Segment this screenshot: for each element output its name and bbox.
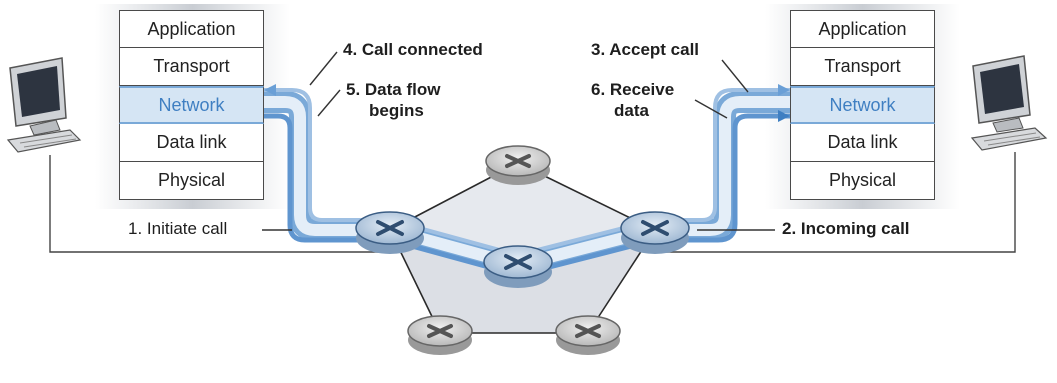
step-receive-line2: data <box>614 101 649 120</box>
layer-application: Application <box>119 10 264 48</box>
step-data-flow-line1: 5. Data flow <box>346 80 441 99</box>
right-host-link <box>655 152 1016 253</box>
right-arrow-head-bottom <box>778 110 790 122</box>
router-icon <box>483 245 553 288</box>
layer-data-link: Data link <box>119 124 264 162</box>
layer-application: Application <box>790 10 935 48</box>
router-icon <box>407 315 473 355</box>
step-data-flow-line2: begins <box>369 101 424 120</box>
router-icon <box>485 145 551 185</box>
label-leaders <box>262 51 775 231</box>
layer-network: Network <box>119 86 264 124</box>
right-arrow-head-top <box>778 84 790 96</box>
router-icon <box>620 211 690 254</box>
left-protocol-stack: Application Transport Network Data link … <box>119 10 264 200</box>
router-icon <box>555 315 621 355</box>
step-initiate-call: 1. Initiate call <box>128 219 228 238</box>
layer-data-link: Data link <box>790 124 935 162</box>
step-call-connected: 4. Call connected <box>343 40 483 59</box>
step-data-flow: 5. Data flow begins <box>346 79 440 121</box>
left-arrow-head <box>264 84 276 96</box>
step-receive-line1: 6. Receive <box>591 80 675 99</box>
right-protocol-stack: Application Transport Network Data link … <box>790 10 935 200</box>
computer-icon <box>970 55 1048 151</box>
layer-transport: Transport <box>119 48 264 86</box>
layer-physical: Physical <box>790 162 935 200</box>
layer-network: Network <box>790 86 935 124</box>
left-host-link <box>49 155 390 253</box>
router-icon <box>355 211 425 254</box>
layer-transport: Transport <box>790 48 935 86</box>
computer-icon <box>6 57 82 153</box>
step-incoming-call: 2. Incoming call <box>782 219 910 238</box>
step-receive-data: 6. Receive data <box>591 79 674 121</box>
step-accept-call: 3. Accept call <box>591 40 700 59</box>
layer-physical: Physical <box>119 162 264 200</box>
